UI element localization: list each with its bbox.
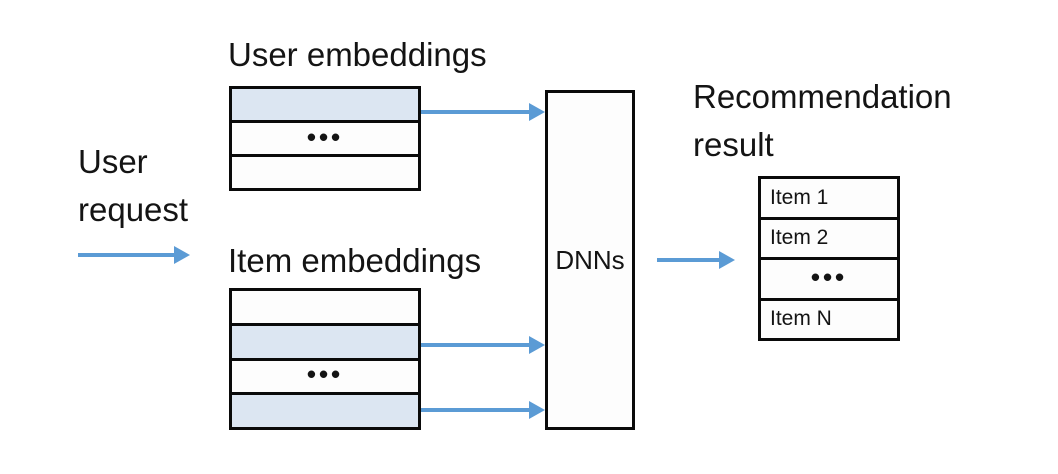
user-embeddings-table: ••• (229, 86, 421, 191)
table-row (232, 154, 418, 188)
arrow-dnns-to-result (657, 251, 735, 269)
user-request-label: User request (78, 143, 189, 228)
table-row: ••• (761, 257, 897, 298)
arrow-shaft (421, 408, 530, 412)
recommendation-result-title: Recommendation result (693, 78, 952, 163)
table-row (232, 392, 418, 427)
table-row: Item 1 (761, 179, 897, 217)
recommendation-result-table: Item 1 Item 2 ••• Item N (758, 176, 900, 341)
arrow-shaft (78, 253, 175, 257)
arrow-shaft (421, 343, 530, 347)
arrow-head-icon (174, 246, 190, 264)
dnns-label: DNNs (555, 244, 625, 275)
user-embeddings-title: User embeddings (228, 36, 487, 73)
dnns-box: DNNs (545, 90, 635, 430)
table-row: Item 2 (761, 216, 897, 257)
item-embeddings-title: Item embeddings (228, 242, 482, 279)
table-row: ••• (232, 120, 418, 154)
table-row (232, 291, 418, 323)
row-text: Item 2 (770, 226, 829, 250)
arrow-shaft (421, 110, 530, 114)
row-text: Item 1 (770, 185, 829, 209)
item-embeddings-table: ••• (229, 288, 421, 430)
arrow-shaft (657, 258, 720, 262)
row-text: Item N (770, 307, 832, 331)
table-row: Item N (761, 297, 897, 338)
arrow-item-embedding-2-to-dnns (421, 336, 545, 354)
arrow-head-icon (719, 251, 735, 269)
table-row: ••• (232, 357, 418, 393)
table-row (232, 322, 418, 358)
arrow-head-icon (529, 336, 545, 354)
arrow-head-icon (529, 103, 545, 121)
user-request-arrow (78, 246, 190, 264)
arrow-item-embedding-4-to-dnns (421, 401, 545, 419)
arrow-user-embeddings-to-dnns (421, 103, 545, 121)
arrow-head-icon (529, 401, 545, 419)
table-row (232, 89, 418, 120)
